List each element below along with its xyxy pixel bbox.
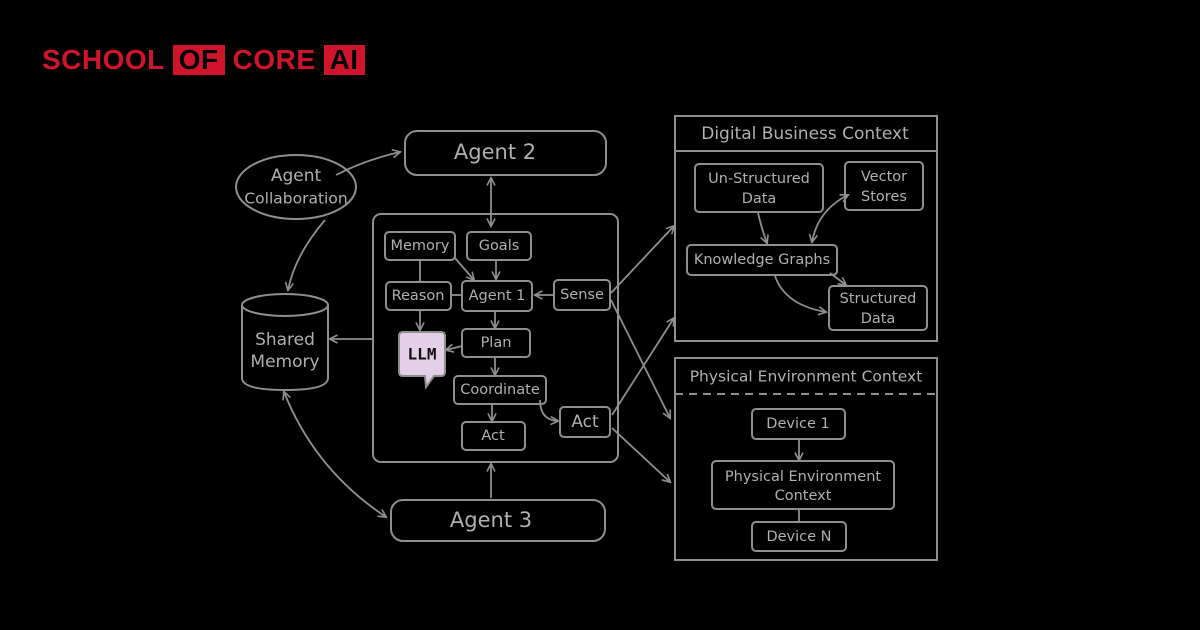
node-agent3: Agent 3 (390, 499, 606, 542)
plan-label: Plan (481, 335, 512, 351)
edge-shared-memory-agent3 (284, 392, 386, 517)
edge-sense-to-physical-context (610, 299, 670, 418)
physical-context-title: Physical Environment Context (690, 368, 923, 386)
edge-act-to-digital-context (611, 318, 674, 416)
edge-collab-to-shared-memory (288, 219, 326, 290)
node-shared-memory: Shared Memory (241, 293, 329, 392)
brand-word-ai: AI (323, 45, 365, 75)
agent3-label: Agent 3 (450, 508, 532, 532)
agent-collaboration-label-1: Agent (271, 166, 322, 186)
node-plan: Plan (461, 328, 531, 358)
edge-unstructured-to-knowledge-graphs (757, 212, 767, 243)
act-inner-label: Act (481, 428, 505, 444)
node-act-inner: Act (461, 421, 526, 451)
node-sense: Sense (553, 279, 611, 311)
coordinate-label: Coordinate (460, 382, 540, 398)
node-memory: Memory (384, 231, 456, 261)
agent-collaboration-label-2: Collaboration (244, 190, 347, 208)
edge-vector-stores-knowledge-graphs (812, 195, 848, 242)
sense-label: Sense (560, 287, 604, 303)
edge-knowledge-graphs-to-structured-curve (774, 275, 826, 312)
node-goals: Goals (466, 231, 532, 261)
structured-label-2: Data (861, 311, 896, 327)
memory-label: Memory (391, 238, 450, 254)
brand-word-core: CORE (232, 44, 316, 75)
brand-logo: SCHOOL OF CORE AI (42, 44, 373, 76)
node-vector-stores: Vector Stores (844, 161, 924, 211)
node-agent2: Agent 2 (404, 130, 607, 176)
digital-context-title: Digital Business Context (701, 124, 909, 144)
physical-env-label-1: Physical Environment (725, 469, 881, 485)
node-unstructured-data: Un-Structured Data (694, 163, 824, 213)
unstructured-label-1: Un-Structured (708, 171, 810, 187)
agent1-label: Agent 1 (469, 288, 526, 304)
shared-memory-label-1: Shared (255, 330, 315, 350)
act-label: Act (571, 412, 599, 432)
brand-word-school: SCHOOL (42, 44, 165, 75)
node-knowledge-graphs: Knowledge Graphs (686, 244, 838, 276)
node-structured-data: Structured Data (828, 285, 928, 331)
device-n-label: Device N (766, 529, 831, 545)
diagram-edges (284, 152, 848, 522)
node-physical-environment: Physical Environment Context (711, 460, 895, 510)
device1-label: Device 1 (766, 416, 829, 432)
goals-label: Goals (479, 238, 520, 254)
agent-core-container (372, 213, 619, 463)
vector-stores-label-1: Vector (861, 169, 907, 185)
edge-collab-to-agent2 (335, 152, 400, 176)
digital-business-context-panel: Digital Business Context Un-Structured D… (674, 115, 938, 342)
node-llm: LLM (398, 331, 446, 390)
agent2-label: Agent 2 (454, 140, 536, 164)
brand-word-of: OF (172, 45, 225, 75)
knowledge-graphs-label: Knowledge Graphs (694, 252, 830, 268)
structured-label-1: Structured (840, 291, 917, 307)
unstructured-label-2: Data (742, 191, 777, 207)
node-device1: Device 1 (751, 408, 846, 440)
node-reason: Reason (385, 281, 452, 311)
reason-label: Reason (392, 288, 445, 304)
node-act: Act (559, 406, 611, 438)
edge-act-to-physical-context (611, 427, 670, 482)
vector-stores-label-2: Stores (861, 189, 907, 205)
llm-label: LLM (408, 345, 437, 364)
node-coordinate: Coordinate (453, 375, 547, 405)
shared-memory-label-2: Memory (250, 352, 319, 372)
physical-environment-context-panel: Physical Environment Context Device 1 Ph… (674, 357, 938, 561)
node-device-n: Device N (751, 521, 847, 552)
edge-memory-to-agent1 (454, 257, 474, 280)
node-agent1: Agent 1 (461, 280, 533, 312)
edge-sense-to-digital-context (610, 226, 674, 294)
node-agent-collaboration: Agent Collaboration (235, 154, 357, 220)
physical-env-label-2: Context (775, 488, 832, 504)
edge-plan-to-llm (446, 346, 463, 350)
